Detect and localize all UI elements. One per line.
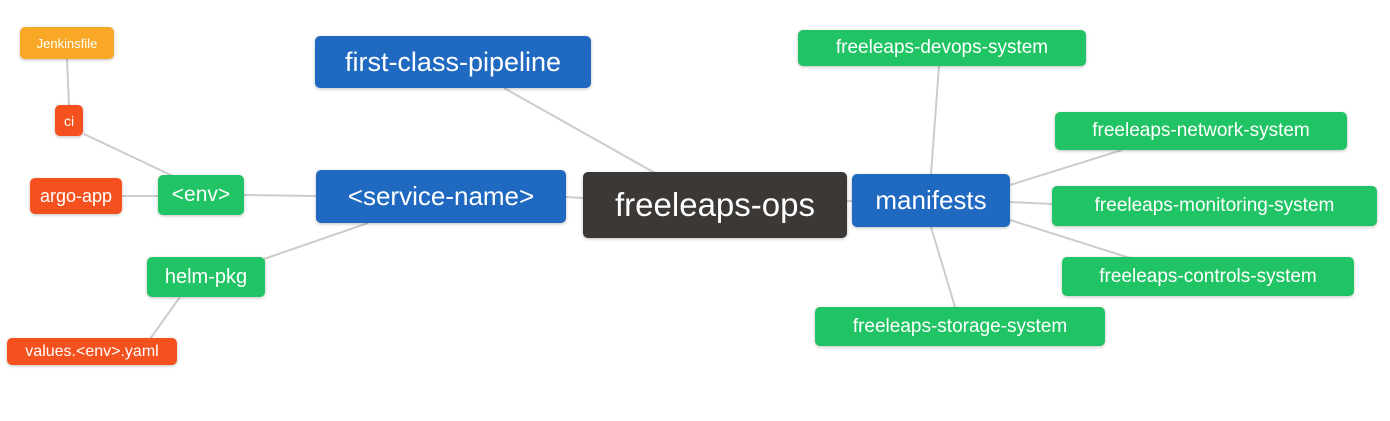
node-label: freeleaps-monitoring-system: [1094, 195, 1335, 216]
node-label: freeleaps-controls-system: [1099, 265, 1317, 287]
edge-values-helm-pkg: [149, 296, 181, 340]
node-label: ci: [63, 112, 75, 129]
node-helm-pkg[interactable]: helm-pkg: [147, 257, 265, 297]
edge-ci-env: [83, 133, 176, 178]
node-label: freeleaps-devops-system: [835, 37, 1049, 58]
edge-manifests-storage-system: [930, 226, 956, 308]
node-label: <env>: [171, 183, 231, 206]
node-ci[interactable]: ci: [55, 105, 83, 136]
node-label: manifests: [875, 185, 987, 215]
node-freeleaps-storage-system[interactable]: freeleaps-storage-system: [815, 307, 1105, 346]
node-label: helm-pkg: [164, 265, 248, 288]
node-values-env-yaml[interactable]: values.<env>.yaml: [7, 338, 177, 365]
edge-env-service-name: [243, 194, 317, 197]
node-freeleaps-network-system[interactable]: freeleaps-network-system: [1055, 112, 1347, 150]
node-label: <service-name>: [347, 181, 535, 211]
node-label: first-class-pipeline: [344, 46, 562, 77]
node-label: freeleaps-network-system: [1092, 120, 1310, 141]
node-argo-app[interactable]: argo-app: [30, 178, 122, 214]
node-service-name[interactable]: <service-name>: [316, 170, 566, 223]
edge-jenkinsfile-ci: [66, 58, 70, 107]
node-freeleaps-devops-system[interactable]: freeleaps-devops-system: [798, 30, 1086, 66]
edge-manifests-network-system: [1009, 149, 1123, 186]
node-label: argo-app: [39, 185, 113, 206]
node-label: values.<env>.yaml: [25, 342, 159, 360]
edge-first-class-pipeline-ops: [503, 87, 656, 174]
node-freeleaps-controls-system[interactable]: freeleaps-controls-system: [1062, 257, 1354, 296]
node-jenkinsfile[interactable]: Jenkinsfile: [20, 27, 114, 59]
node-first-class-pipeline[interactable]: first-class-pipeline: [315, 36, 591, 88]
node-label: freeleaps-ops: [615, 186, 815, 223]
edge-service-name-ops: [565, 196, 584, 199]
node-manifests[interactable]: manifests: [852, 174, 1010, 227]
edge-manifests-devops-system: [930, 65, 940, 175]
node-label: Jenkinsfile: [36, 35, 98, 51]
edge-manifests-monitoring-system: [1009, 201, 1053, 205]
node-env[interactable]: <env>: [158, 175, 244, 215]
node-freeleaps-monitoring-system[interactable]: freeleaps-monitoring-system: [1052, 186, 1377, 226]
node-label: freeleaps-storage-system: [852, 315, 1068, 337]
edge-helm-pkg-service-name: [263, 222, 369, 260]
node-freeleaps-ops[interactable]: freeleaps-ops: [583, 172, 847, 238]
